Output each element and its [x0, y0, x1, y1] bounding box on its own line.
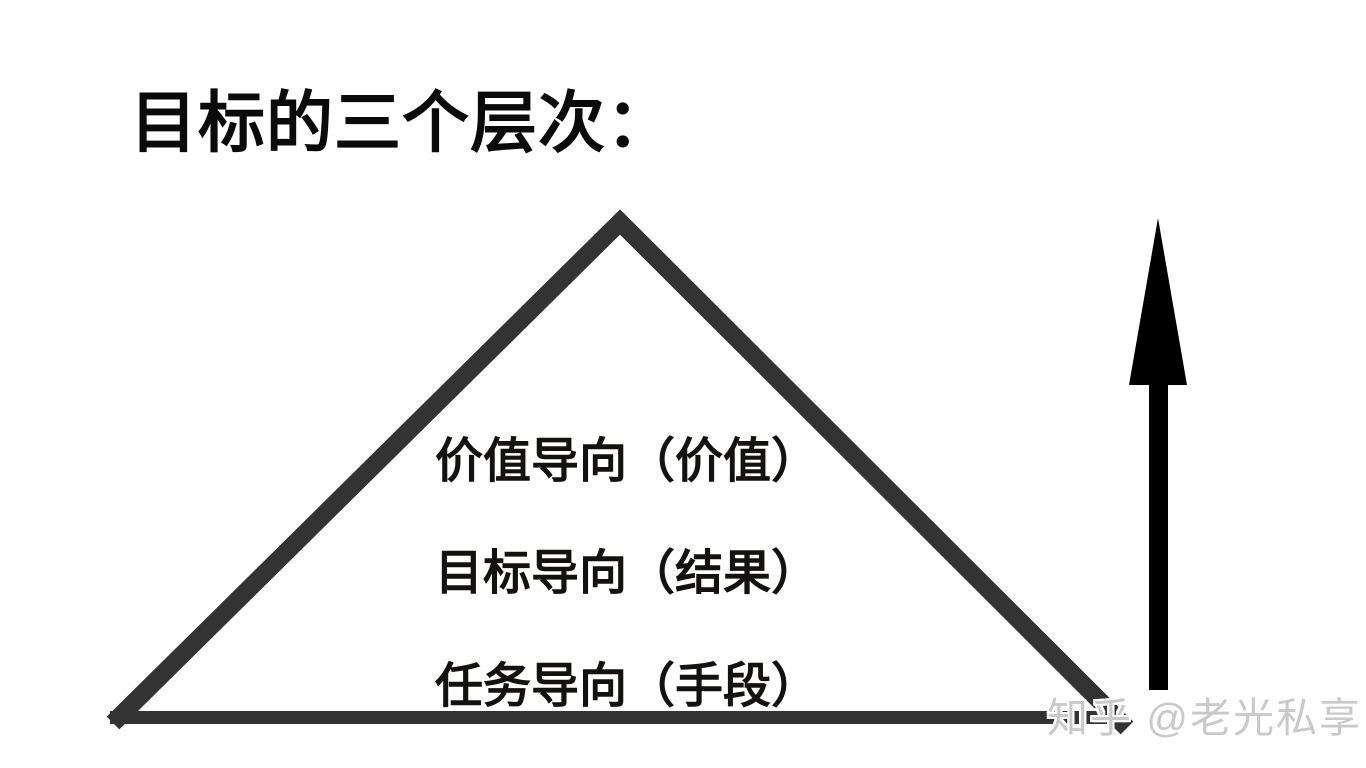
up-arrow-shaft — [1149, 380, 1168, 690]
up-arrow-head — [1129, 218, 1187, 385]
pyramid-level-value: 价值导向（价值） — [434, 435, 819, 488]
diagram-title: 目标的三个层次： — [130, 86, 674, 161]
pyramid-triangle-outline — [106, 209, 1134, 735]
watermark: 知乎 @老光私享 — [1046, 695, 1362, 741]
up-arrow-icon — [1129, 218, 1187, 690]
pyramid-level-goal: 目标导向（结果） — [434, 547, 819, 600]
pyramid-level-task: 任务导向（手段） — [434, 660, 819, 713]
